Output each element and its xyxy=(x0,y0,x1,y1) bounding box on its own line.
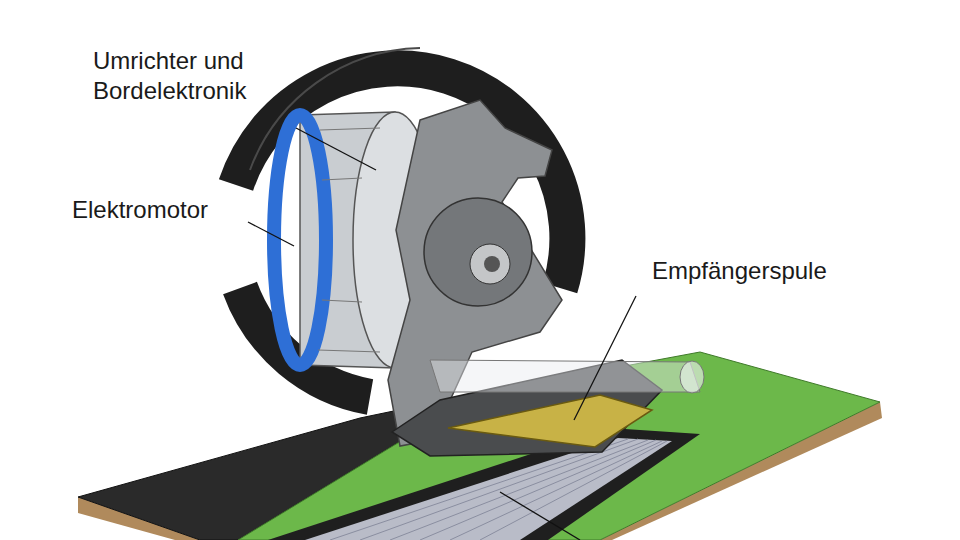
hub xyxy=(424,198,532,306)
part-label: Umrichter und Bordelektronik xyxy=(93,46,293,106)
receiver-coil xyxy=(448,395,652,447)
part-label: Empfängerspule xyxy=(652,256,912,286)
tube xyxy=(430,360,700,392)
tube-end xyxy=(680,361,704,393)
leader-line xyxy=(296,128,376,170)
leader-line xyxy=(248,222,294,246)
part-label: Elektromotor xyxy=(72,195,302,225)
hub-inner xyxy=(470,244,510,284)
housing-lines xyxy=(318,128,380,352)
leader-line xyxy=(574,296,636,420)
leader-line xyxy=(500,492,580,540)
hub-nut xyxy=(484,256,500,272)
